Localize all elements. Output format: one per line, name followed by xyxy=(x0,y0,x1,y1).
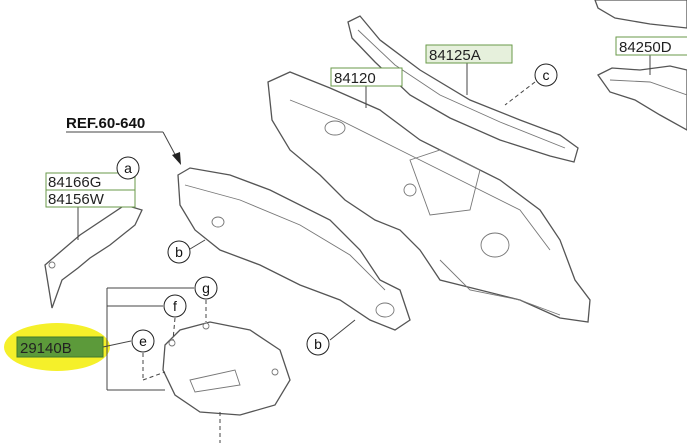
callout-c: c xyxy=(534,63,558,87)
reference-label[interactable]: REF.60-640 xyxy=(66,115,145,132)
svg-text:29140B[interactable]: 29140B xyxy=(20,340,72,357)
part-84250D-shape xyxy=(597,65,687,131)
part-label-84120[interactable]: 84120 xyxy=(330,67,403,87)
svg-text:c: c xyxy=(543,67,550,83)
callout-b: b xyxy=(167,240,191,264)
part-top-right-partial xyxy=(594,0,687,29)
part-84120-shape xyxy=(267,71,591,323)
svg-text:84120[interactable]: 84120 xyxy=(334,70,376,87)
callout-a: a xyxy=(116,156,140,180)
svg-text:b: b xyxy=(314,336,322,352)
part-label-84156W[interactable]: 84156W xyxy=(45,189,136,208)
part-label-84250D[interactable]: 84250D xyxy=(615,36,687,56)
svg-text:g: g xyxy=(202,280,210,296)
callout-e: e xyxy=(131,329,155,353)
callout-g: g xyxy=(194,276,218,300)
part-label-84166G[interactable]: 84166G xyxy=(45,172,136,191)
svg-text:84250D[interactable]: 84250D xyxy=(619,39,672,56)
svg-text:84166G[interactable]: 84166G xyxy=(48,174,101,191)
svg-text:84125A[interactable]: 84125A xyxy=(429,47,481,64)
part-ref-60-640-shape xyxy=(177,167,411,331)
part-84166G-shape xyxy=(44,204,143,309)
part-label-84125A[interactable]: 84125A xyxy=(425,44,513,64)
svg-text:e: e xyxy=(139,333,147,349)
part-label-29140B[interactable]: 29140B xyxy=(16,336,104,358)
svg-text:a: a xyxy=(124,160,132,176)
svg-text:84156W[interactable]: 84156W xyxy=(48,191,105,208)
part-29140B-shape xyxy=(162,321,291,416)
svg-text:f: f xyxy=(173,298,177,314)
callout-f: f xyxy=(163,294,187,318)
callout-b: b xyxy=(306,332,330,356)
svg-text:b: b xyxy=(175,244,183,260)
